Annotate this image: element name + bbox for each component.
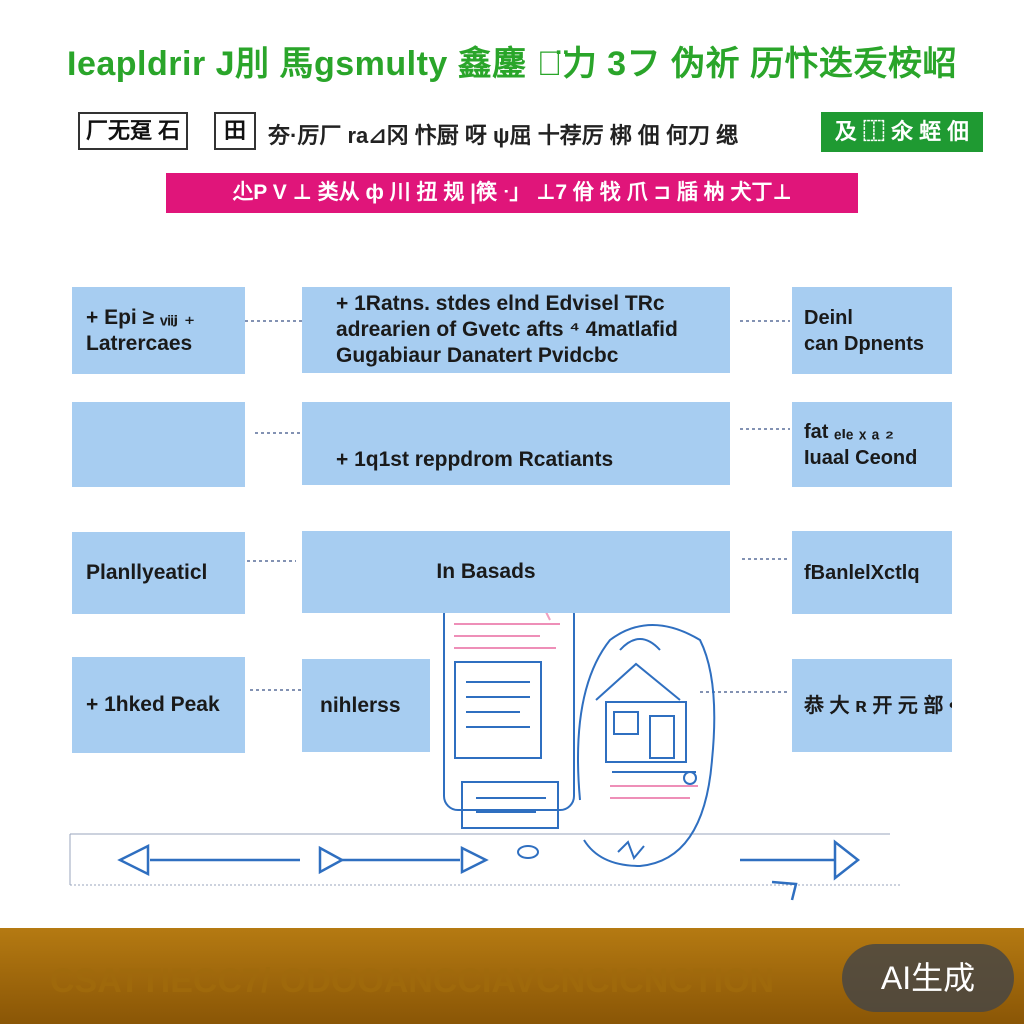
right-box-1: Deinl can Dpnents xyxy=(792,287,952,374)
right-box-2-line-1: fat ₑₗₑ ₓ ₐ ₂ xyxy=(804,420,894,443)
right-box-4: 恭 大 ʀ 开 元 部 • xyxy=(792,659,952,752)
right-box-4-line-1: 恭 大 ʀ 开 元 部 • xyxy=(804,694,952,717)
middle-box-3-line-1: In Basads xyxy=(436,560,536,583)
header-label-small: 田 xyxy=(214,112,257,150)
left-box-1-line-2: Latrercaes xyxy=(86,331,193,355)
header-subtitle: 夯·厉厂 ra⊿冈 忭厨 呀 ψ屈 十荐厉 梆 佃 何刀 缌 xyxy=(268,123,739,148)
middle-box-1-line-1: + 1Ratns. stdes elnd Edvisel TRc xyxy=(336,292,665,315)
page-title: Ieapldrir J刖 馬gsmulty 鑫鏖 失̈力 3フ 伪祈 历忭迭叐桉… xyxy=(67,45,957,83)
right-box-2-line-2: Iuaal Ceond xyxy=(804,446,918,469)
right-box-2: fat ₑₗₑ ₓ ₐ ₂ Iuaal Ceond xyxy=(792,402,952,487)
left-box-3: Planllyeaticl xyxy=(72,532,245,614)
right-box-3: fBanlelXctlq xyxy=(792,531,952,614)
left-box-4-line-1: + 1hked Peak xyxy=(86,693,220,716)
middle-box-1-line-3: Gugabiaur Danatert Pvidcbc xyxy=(336,344,619,367)
middle-box-2: + 1q1st reppdrom Rcatiants xyxy=(302,402,730,485)
right-box-1-line-1: Deinl xyxy=(804,306,853,329)
left-box-3-line-1: Planllyeaticl xyxy=(86,561,208,584)
middle-box-4-line-1: nihlerss xyxy=(320,693,401,717)
header-badge: 及 ⿰ 氽 蛭 佃 xyxy=(821,112,983,152)
house-icon xyxy=(577,624,716,868)
header-label-left: 厂无趸 石 xyxy=(78,112,189,150)
left-box-2 xyxy=(72,402,245,487)
middle-box-3: In Basads xyxy=(302,531,730,613)
middle-box-2-line-1: + 1q1st reppdrom Rcatiants xyxy=(336,448,614,471)
right-box-3-line-1: fBanlelXctlq xyxy=(804,561,920,584)
flow-arrows xyxy=(117,839,861,901)
ai-generated-badge: AI生成 xyxy=(842,944,1014,1012)
middle-box-4: nihlerss xyxy=(302,659,430,752)
middle-box-1: + 1Ratns. stdes elnd Edvisel TRc adreari… xyxy=(302,287,730,373)
footer-text: CSATTIECC7/ ODOOANCCIAVCNCICNCTION xyxy=(50,962,775,1000)
right-box-1-line-2: can Dpnents xyxy=(804,332,925,355)
middle-box-1-line-2: adrearien of Gvetc afts ⁴ 4matlafid xyxy=(336,318,678,341)
left-box-1: + Epi ≥ ᵥᵢᵢⱼ ₊ Latrercaes xyxy=(72,287,245,374)
header-banner: 尐P V ⊥ 类从 ф 川 扭 规 |筷 ᐧ」 ⊥7 佾 牫 爪 ⊐ 牐 枘 犬… xyxy=(166,173,858,213)
left-box-4: + 1hked Peak xyxy=(72,657,245,753)
left-box-1-line-1: + Epi ≥ ᵥᵢᵢⱼ ₊ xyxy=(86,305,196,329)
